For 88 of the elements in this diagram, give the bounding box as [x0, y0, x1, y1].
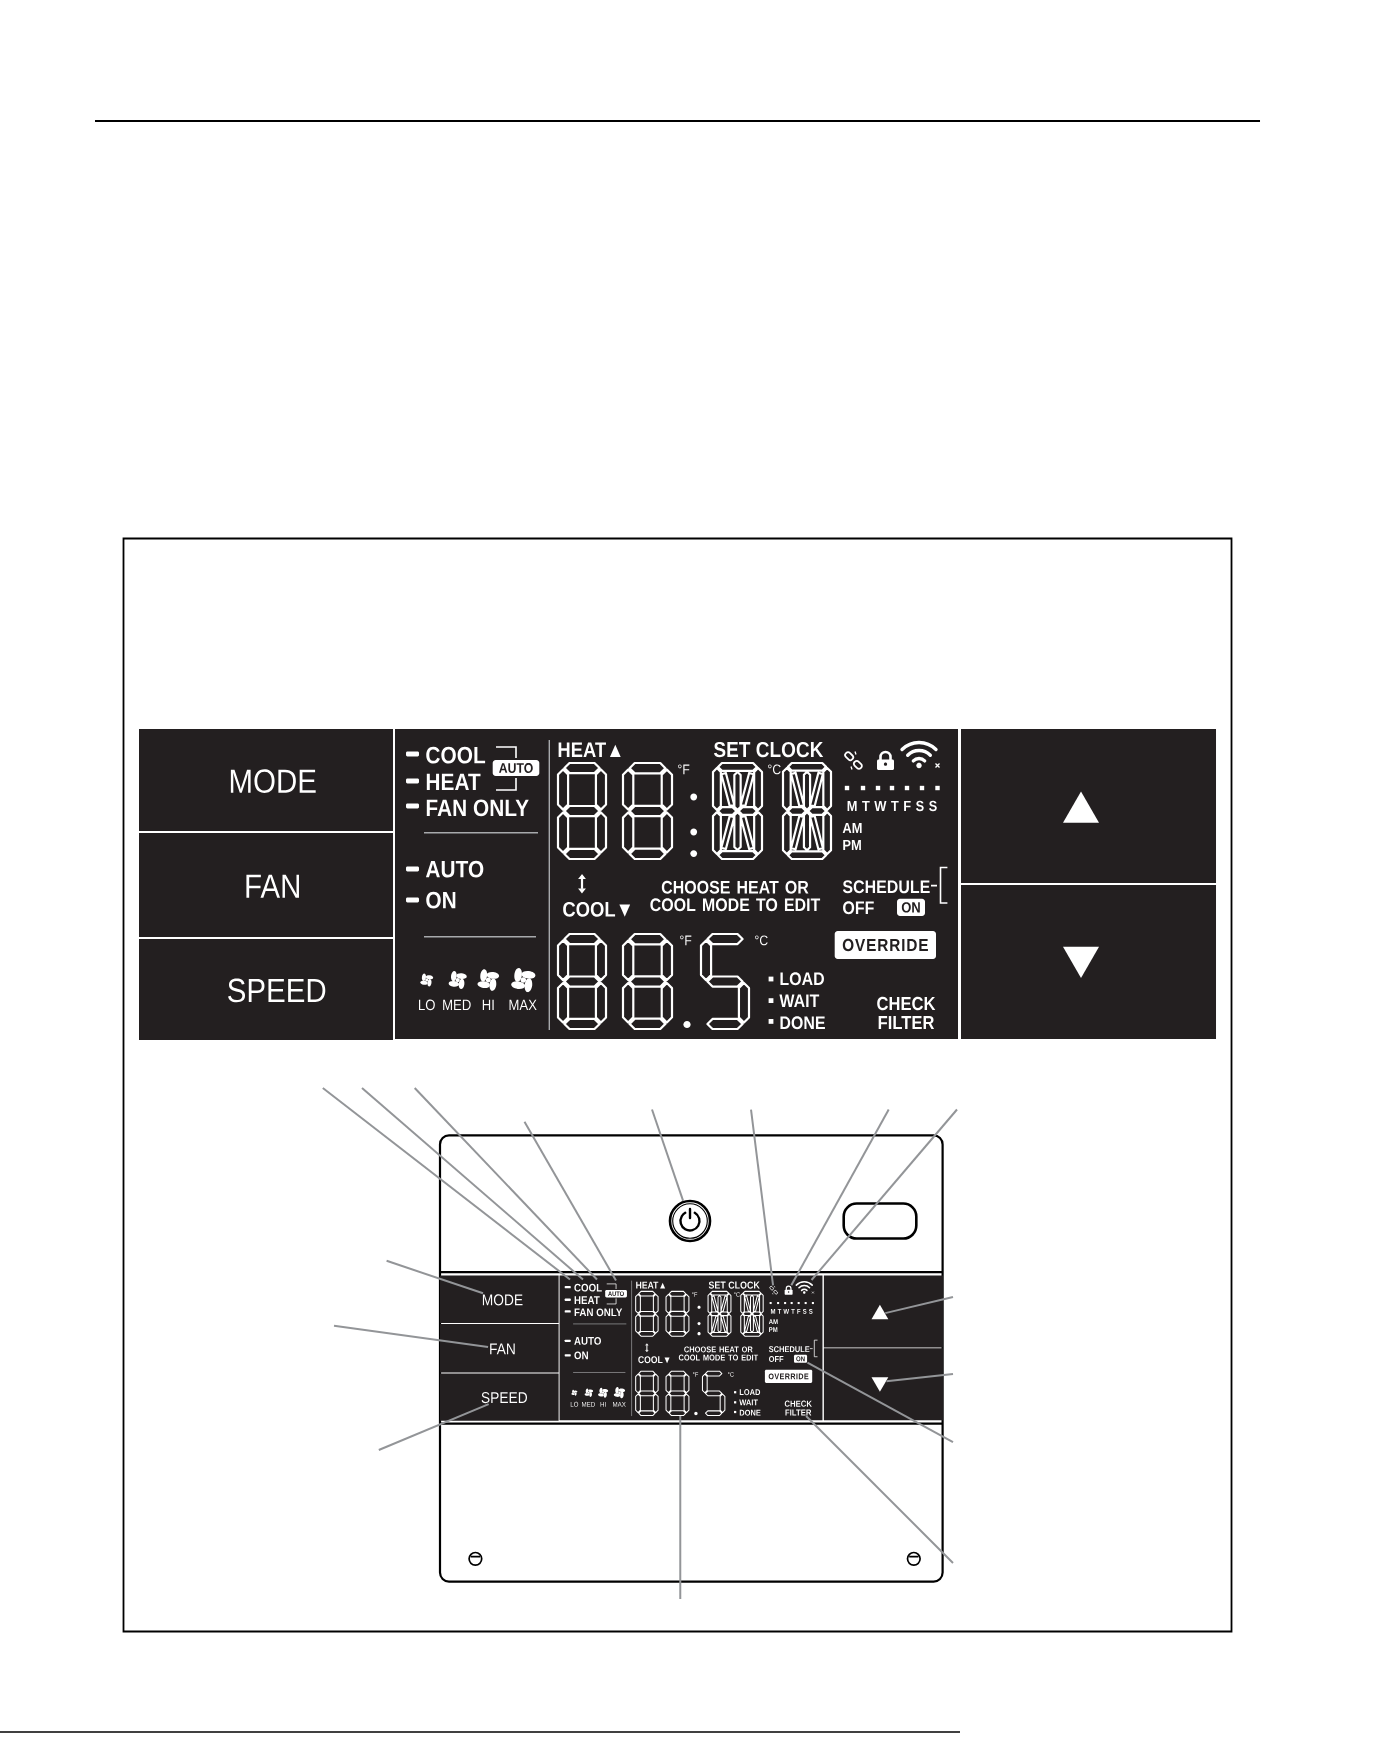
lcd-label: COOL▼	[638, 1356, 670, 1364]
leader-line	[750, 1108, 775, 1287]
leader-line	[679, 1415, 682, 1600]
leader-line	[790, 1108, 890, 1287]
lcd-label: WAIT	[739, 1399, 758, 1406]
lcd-label: SCHEDULE	[768, 1346, 810, 1353]
oval-slot	[842, 1202, 918, 1240]
node-label: MODE	[230, 769, 316, 794]
node-label: FAN	[490, 1343, 515, 1355]
unit-label: °F	[680, 935, 692, 946]
fan-button: FAN	[440, 1324, 559, 1373]
leader-line	[810, 1108, 958, 1281]
up-arrow-icon	[1063, 791, 1099, 823]
lcd-label: WAIT	[779, 994, 820, 1007]
leader-line	[523, 1120, 617, 1282]
lcd-label: OFF	[843, 901, 874, 915]
lcd-label: COOL▼	[563, 901, 631, 917]
lcd-label: HI	[482, 999, 494, 1010]
up-arrow-icon	[871, 1304, 889, 1320]
lcd-label: HEAT▲	[558, 742, 621, 757]
mode-button: MODE	[440, 1275, 559, 1324]
lcd-label: M T W T F S S	[847, 800, 937, 812]
lock-icon	[877, 750, 894, 770]
link-icon	[769, 1285, 778, 1295]
leader-line	[321, 1087, 571, 1281]
lcd-label: SET CLOCK	[708, 1281, 760, 1289]
lcd-label: LOAD	[780, 972, 824, 986]
link-icon	[844, 750, 863, 771]
node-label: FAN	[246, 874, 299, 898]
unit-label: °F	[678, 764, 690, 775]
lcd-label: CHECK FILTER	[877, 996, 936, 1029]
leader-line	[361, 1087, 584, 1281]
leader-line	[377, 1403, 490, 1451]
down-button	[961, 885, 1216, 1039]
lcd-label: SCHEDULE	[842, 880, 930, 894]
node-label: SPEED	[481, 1392, 528, 1404]
lcd-badge: OVERRIDE	[834, 931, 936, 959]
leader-line	[884, 1296, 954, 1315]
lcd-label: DONE	[780, 1016, 825, 1030]
lcd-label: COOL	[574, 1283, 602, 1292]
lcd-label: OFF	[769, 1355, 784, 1362]
up-button	[823, 1275, 943, 1348]
lock-icon	[784, 1285, 793, 1295]
leader-line	[333, 1324, 490, 1348]
lcd-label: CHOOSE HEAT OR COOL MODE TO EDIT	[678, 1346, 759, 1361]
speed-button: SPEED	[139, 939, 393, 1040]
wifi-icon	[795, 1281, 815, 1294]
leader-line	[385, 1259, 484, 1295]
lcd-label: HEAT	[574, 1296, 600, 1304]
mode-button: MODE	[139, 729, 393, 831]
lcd-label: HEAT▲	[636, 1281, 666, 1289]
lcd-label: COOL	[426, 746, 486, 764]
leader-line	[885, 1373, 954, 1383]
down-arrow-icon	[1063, 946, 1099, 978]
speed-button: SPEED	[440, 1373, 559, 1421]
fan-button: FAN	[139, 833, 393, 937]
device-body	[438, 1134, 944, 1583]
lcd-badge: AUTO	[492, 760, 540, 776]
leader-line	[805, 1415, 954, 1564]
node-label: SPEED	[228, 978, 326, 1003]
down-arrow-icon	[871, 1377, 889, 1392]
lcd-label: MAX	[509, 999, 537, 1010]
lcd-label: ON	[426, 891, 456, 909]
lcd-label: AM	[842, 822, 862, 833]
node-label: MODE	[482, 1294, 523, 1306]
lcd-label: SET CLOCK	[713, 741, 824, 758]
lcd-label: LO	[419, 999, 435, 1011]
up-button	[961, 729, 1216, 883]
leader-line	[651, 1108, 685, 1202]
down-button	[823, 1348, 943, 1421]
unit-label: °C	[768, 764, 781, 775]
lcd-label: DONE	[739, 1409, 761, 1416]
lcd-label: HEAT	[426, 773, 481, 790]
lcd-label: ON	[574, 1351, 588, 1360]
lcd-label: CHOOSE HEAT OR COOL MODE TO EDIT	[650, 880, 821, 912]
power-button	[668, 1199, 712, 1243]
lcd-label: AUTO	[425, 860, 484, 878]
lcd-label: MED	[443, 999, 471, 1010]
leader-line	[413, 1087, 598, 1281]
lcd-label: LOAD	[739, 1389, 761, 1396]
lcd-label: AUTO	[574, 1337, 601, 1345]
leader-line	[806, 1361, 954, 1443]
unit-label: °C	[755, 935, 768, 946]
wifi-icon	[900, 740, 941, 769]
lcd-label: FAN ONLY	[574, 1308, 623, 1317]
lcd-label: PM	[843, 839, 861, 850]
lcd-label: CHECK FILTER	[784, 1400, 812, 1416]
lcd-label: FAN ONLY	[426, 799, 529, 817]
